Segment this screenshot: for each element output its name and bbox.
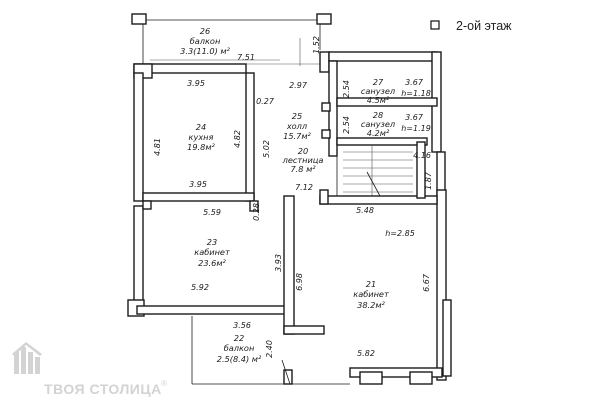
dim-balcony-bottom-depth: 2.40 (265, 340, 274, 358)
watermark-logo-icon (12, 342, 42, 374)
dim-kitchen-bottom: 3.95 (189, 180, 207, 189)
watermark-text: ТВОЯ СТОЛИЦА (44, 381, 162, 397)
room-22-id: 22 (234, 333, 244, 343)
room-22-area: 2.5(8.4) м² (217, 354, 262, 364)
interior-walls (142, 60, 438, 212)
watermark-mark: ® (161, 379, 167, 388)
room-25-name: холл (286, 121, 307, 131)
dim-hall-depth: 5.02 (262, 140, 271, 158)
dim-kitchen-top: 3.95 (187, 79, 205, 88)
legend-swatch (430, 20, 440, 30)
outer-walls (127, 51, 452, 385)
dim-balcony-bottom-width: 3.56 (233, 321, 251, 330)
dim-office23-top: 5.59 (203, 208, 221, 217)
room-21-name: кабинет (353, 289, 389, 299)
legend: 2-ой этаж (430, 19, 512, 33)
room-labels: 26 балкон 3.3(11.0) м² 27 санузел 4.5м² … (180, 26, 395, 364)
room-23-area: 23.6м² (198, 258, 226, 268)
room-28-name: санузел (361, 119, 395, 129)
room-23-name: кабинет (194, 247, 230, 257)
dim-bath27-depth: 2.54 (342, 80, 351, 98)
room-21-area: 38.2м² (357, 300, 385, 310)
dim-hall-partition: 0.27 (256, 97, 275, 106)
room-26-id: 26 (200, 26, 210, 36)
room-20-area: 7.8 м² (290, 164, 316, 174)
dim-right-wall-seg: 1.87 (424, 171, 433, 190)
dim-ceiling-height: h=2.85 (385, 229, 415, 238)
dim-office21-bottom: 5.82 (357, 349, 375, 358)
room-25-id: 25 (292, 111, 302, 121)
room-26-name: балкон (190, 36, 221, 46)
room-28-id: 28 (373, 110, 383, 120)
dim-office21-right: 6.67 (422, 273, 431, 292)
room-24-name: кухня (189, 132, 214, 142)
dim-bath28-depth: 2.54 (342, 116, 351, 134)
dim-balcony-top-width: 7.51 (237, 53, 255, 62)
dim-bath28-height: h=1.19 (401, 124, 431, 133)
dim-office23-bottom: 5.92 (191, 283, 209, 292)
dim-hall-width: 2.97 (289, 81, 308, 90)
dim-balcony-top-depth: 1.52 (312, 36, 321, 54)
dim-corridor-depth: 6.98 (295, 273, 304, 291)
room-20-name: лестница (282, 155, 324, 165)
room-27-name: санузел (361, 86, 395, 96)
dimension-labels: 7.51 3.95 2.97 0.27 3.67 h=1.18 3.67 h=1… (187, 53, 431, 358)
watermark: ТВОЯ СТОЛИЦА ® (12, 342, 167, 397)
dim-kitchen-right: 4.82 (233, 130, 242, 148)
dim-stair-depth: 7.12 (295, 183, 313, 192)
room-22-name: балкон (224, 343, 255, 353)
dim-office23-partition: 0.28 (252, 203, 261, 221)
dim-bath28-width: 3.67 (405, 113, 424, 122)
dim-bath27-width: 3.67 (405, 78, 424, 87)
room-24-area: 19.8м² (187, 142, 215, 152)
room-26-area: 3.3(11.0) м² (180, 46, 230, 56)
balcony-top (131, 13, 332, 66)
room-28-area: 4.2м² (367, 128, 390, 138)
room-24-id: 24 (196, 122, 206, 132)
room-25-area: 15.7м² (283, 131, 311, 141)
dim-bath27-height: h=1.18 (401, 89, 431, 98)
legend-label: 2-ой этаж (456, 19, 512, 33)
dim-office21-top: 5.48 (356, 206, 374, 215)
dim-kitchen-left: 4.81 (153, 138, 162, 156)
room-21-id: 21 (366, 279, 376, 289)
room-20-id: 20 (298, 146, 308, 156)
room-23-id: 23 (207, 237, 217, 247)
dimension-labels-vertical: 1.52 2.54 2.54 4.81 4.82 5.02 1.87 0.28 … (153, 36, 433, 358)
room-27-area: 4.5м² (367, 95, 390, 105)
room-27-id: 27 (373, 77, 384, 87)
dim-office23-right: 3.93 (274, 254, 283, 272)
dim-stair-right: 4.16 (413, 151, 431, 160)
